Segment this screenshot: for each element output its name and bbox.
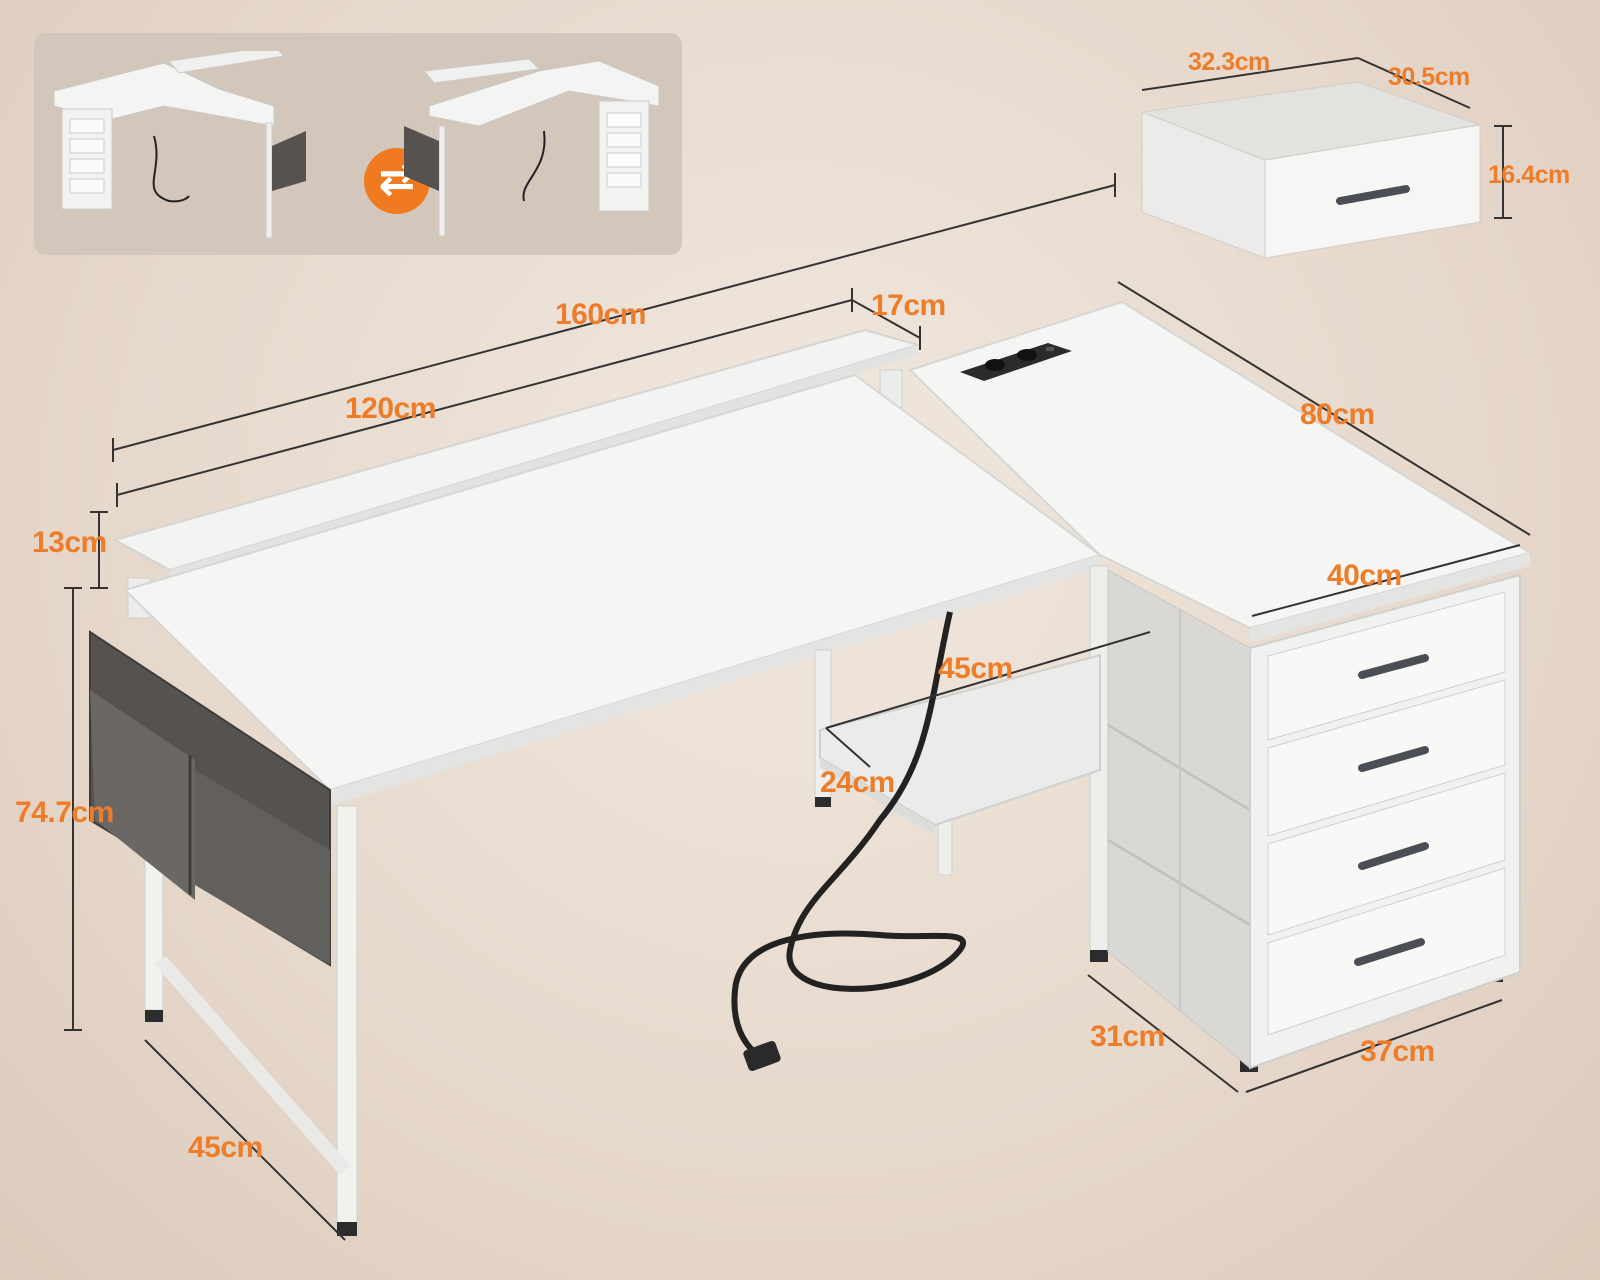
power-cord [731, 611, 967, 1063]
left-orientation-desk [53, 51, 306, 239]
dimension-return-length: 80cm [1300, 398, 1375, 431]
dimension-desk-width: 120cm [345, 392, 436, 425]
power-plug [743, 1040, 781, 1072]
dimension-total-width: 160cm [555, 298, 646, 331]
dimension-lines [64, 57, 1531, 1241]
dimension-cabinet-width: 37cm [1360, 1035, 1435, 1068]
dimension-drawer-width: 32.3cm [1188, 48, 1270, 76]
side-storage-bag [89, 630, 331, 967]
dimension-monitor-shelf-depth: 17cm [871, 289, 946, 322]
dimension-return-width: 40cm [1327, 559, 1402, 592]
storage-shelf [819, 653, 1101, 827]
dimension-shelf-inner-depth: 24cm [820, 766, 895, 799]
orientation-panel: ⇄ [34, 33, 682, 255]
dimension-desk-depth: 45cm [188, 1131, 263, 1164]
dimension-shelf-height: 13cm [32, 526, 107, 559]
dimension-desk-height: 74.7cm [15, 796, 114, 829]
dimension-cabinet-depth: 31cm [1090, 1020, 1165, 1053]
drawer-illustration [1140, 81, 1481, 259]
right-orientation-desk [404, 58, 660, 237]
dimension-drawer-depth: 30.5cm [1388, 63, 1470, 91]
drawer-stack [1267, 591, 1506, 1036]
dimension-drawer-height: 16.4cm [1488, 161, 1570, 189]
power-outlet-strip [960, 343, 1072, 381]
dimension-shelf-inner-width: 45cm [938, 652, 1013, 685]
